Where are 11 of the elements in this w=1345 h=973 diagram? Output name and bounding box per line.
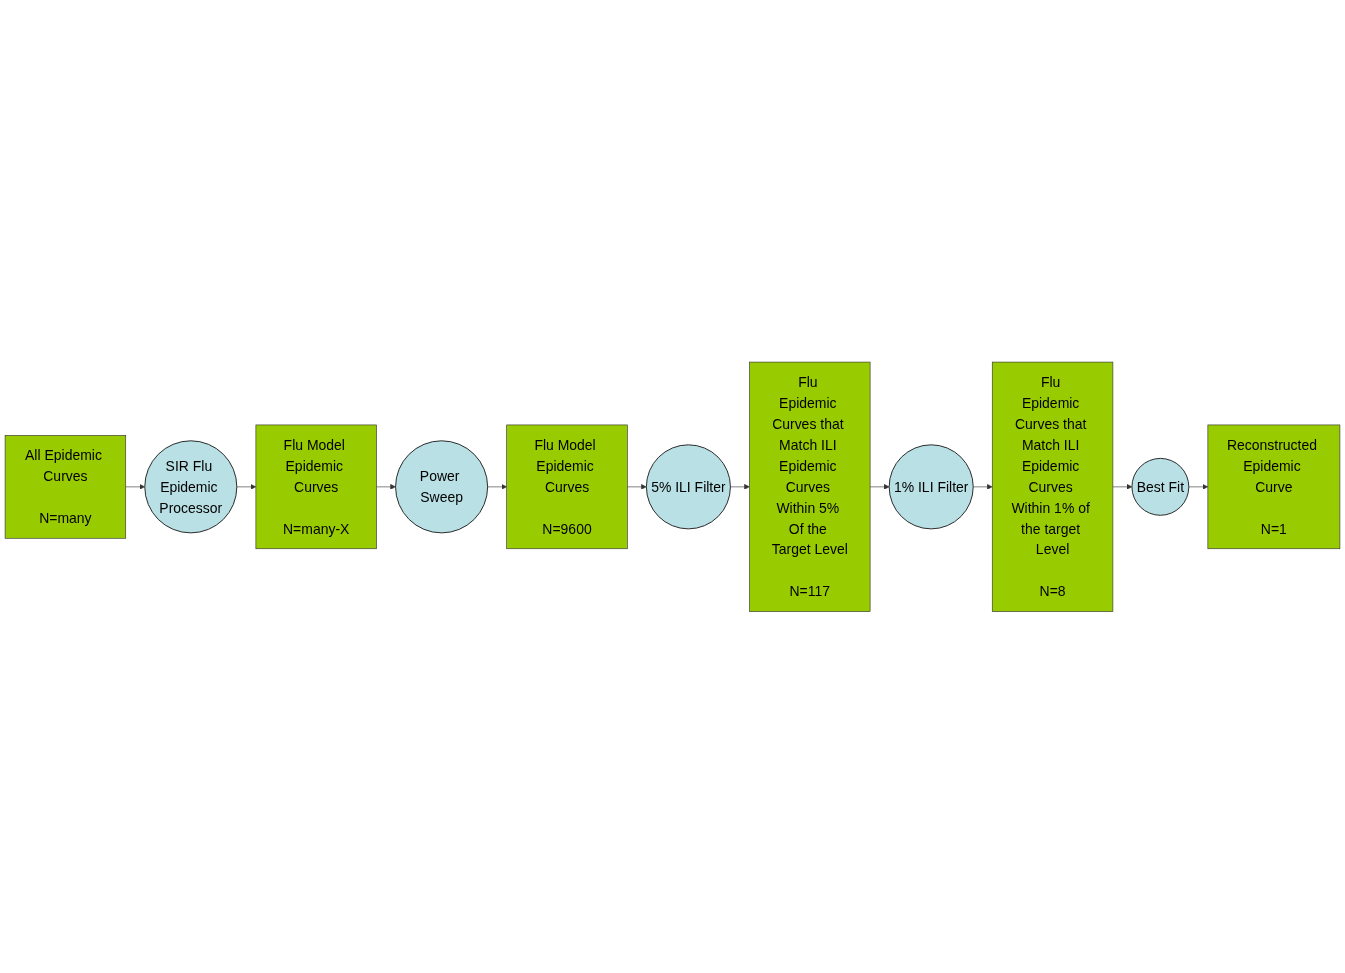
node-box: Reconstructed Epidemic Curve N=1 [1207,424,1341,549]
node-circle: Best Fit [1131,457,1190,516]
node-box: Flu Model Epidemic Curves N=many-X [255,424,377,549]
node-circle: Power Sweep [395,440,489,533]
node-circle: SIR Flu Epidemic Processor [144,440,238,533]
node-box: All Epidemic Curves N=many [4,434,127,539]
node-box: Flu Model Epidemic Curves N=9600 [506,424,628,549]
node-circle: 5% ILI Filter [645,444,731,529]
node-box: Flu Epidemic Curves that Match ILI Epidemic Curves Within 5% Of the Target Level N=117 [749,361,871,612]
node-circle: 1% ILI Filter [888,444,974,529]
node-box: Flu Epidemic Curves that Match ILI Epidemic Curves Within 1% of the target Level N=8 [991,361,1114,612]
